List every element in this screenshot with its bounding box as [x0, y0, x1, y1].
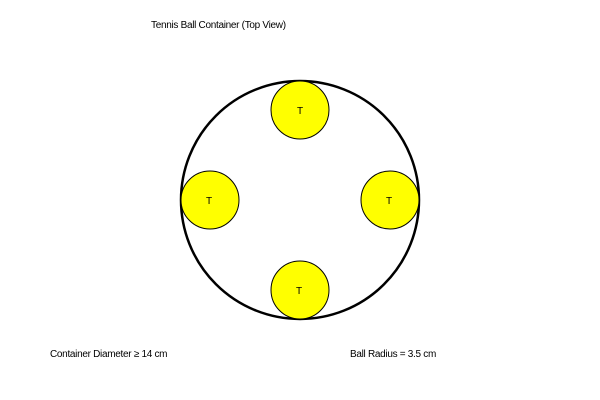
ball-circle: [180, 170, 240, 230]
ball-label: T: [386, 196, 392, 207]
tennis-ball-left: T: [180, 170, 240, 230]
ball-circle: [360, 170, 420, 230]
ball-circle: [270, 80, 330, 140]
tennis-ball-bottom: T: [270, 260, 330, 320]
container-diameter-note: Container Diameter ≥ 14 cm: [50, 349, 168, 360]
ball-radius-note: Ball Radius = 3.5 cm: [350, 349, 436, 360]
tennis-ball-right: T: [360, 170, 420, 230]
ball-label: T: [206, 196, 212, 207]
tennis-ball-top: T: [270, 80, 330, 140]
diagram-title: Tennis Ball Container (Top View): [151, 20, 286, 31]
ball-label: T: [296, 286, 302, 297]
ball-circle: [270, 260, 330, 320]
ball-label: T: [297, 106, 303, 117]
